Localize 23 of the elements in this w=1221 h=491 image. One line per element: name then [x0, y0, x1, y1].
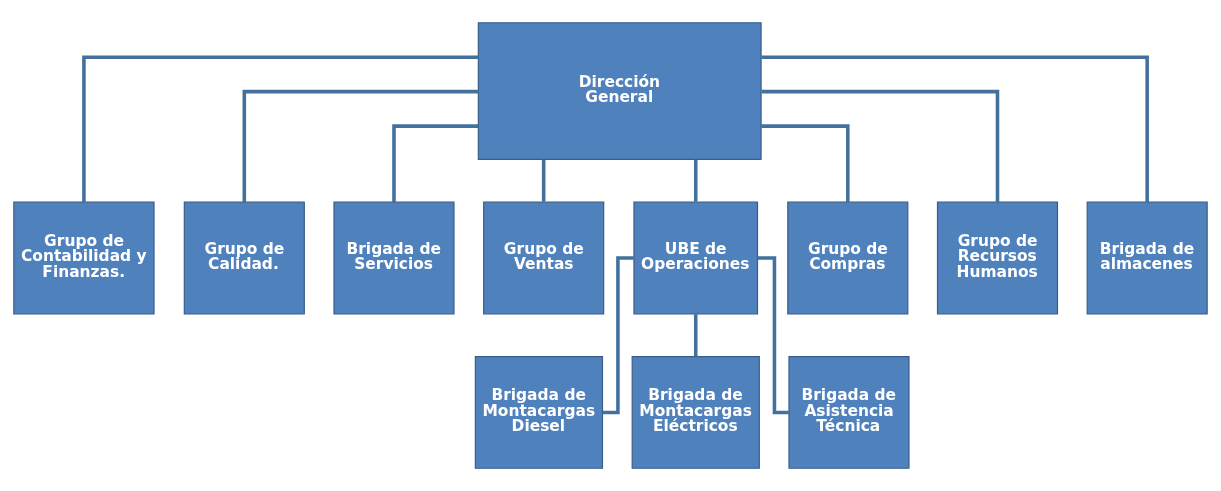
node-box: Dirección General	[477, 22, 762, 160]
connector	[693, 159, 698, 202]
node-box: Grupo de Contabilidad y Finanzas.	[13, 201, 155, 315]
connector	[602, 256, 634, 415]
connector	[761, 89, 1000, 203]
node-box: Brigada de almacenes	[1086, 201, 1208, 315]
connector	[761, 55, 1149, 203]
connector	[82, 55, 479, 203]
connector	[541, 159, 546, 202]
connector	[693, 314, 698, 357]
connector	[392, 124, 479, 203]
node-box: UBE de Operaciones	[633, 201, 759, 315]
node-box: Grupo de Ventas	[483, 201, 605, 315]
node-box: Brigada de Montacargas Diesel	[474, 356, 604, 469]
connector	[761, 124, 850, 203]
node-box: Grupo de Calidad.	[183, 201, 305, 315]
node-box: Grupo de Compras	[787, 201, 909, 315]
connector	[757, 256, 789, 415]
node-box: Grupo de Recursos Humanos	[936, 201, 1059, 315]
node-box: Brigada de Asistencia Técnica	[788, 356, 910, 469]
node-box: Brigada de Montacargas Eléctricos	[631, 356, 760, 469]
connector	[242, 89, 479, 203]
node-box: Brigada de Servicios	[333, 201, 455, 315]
